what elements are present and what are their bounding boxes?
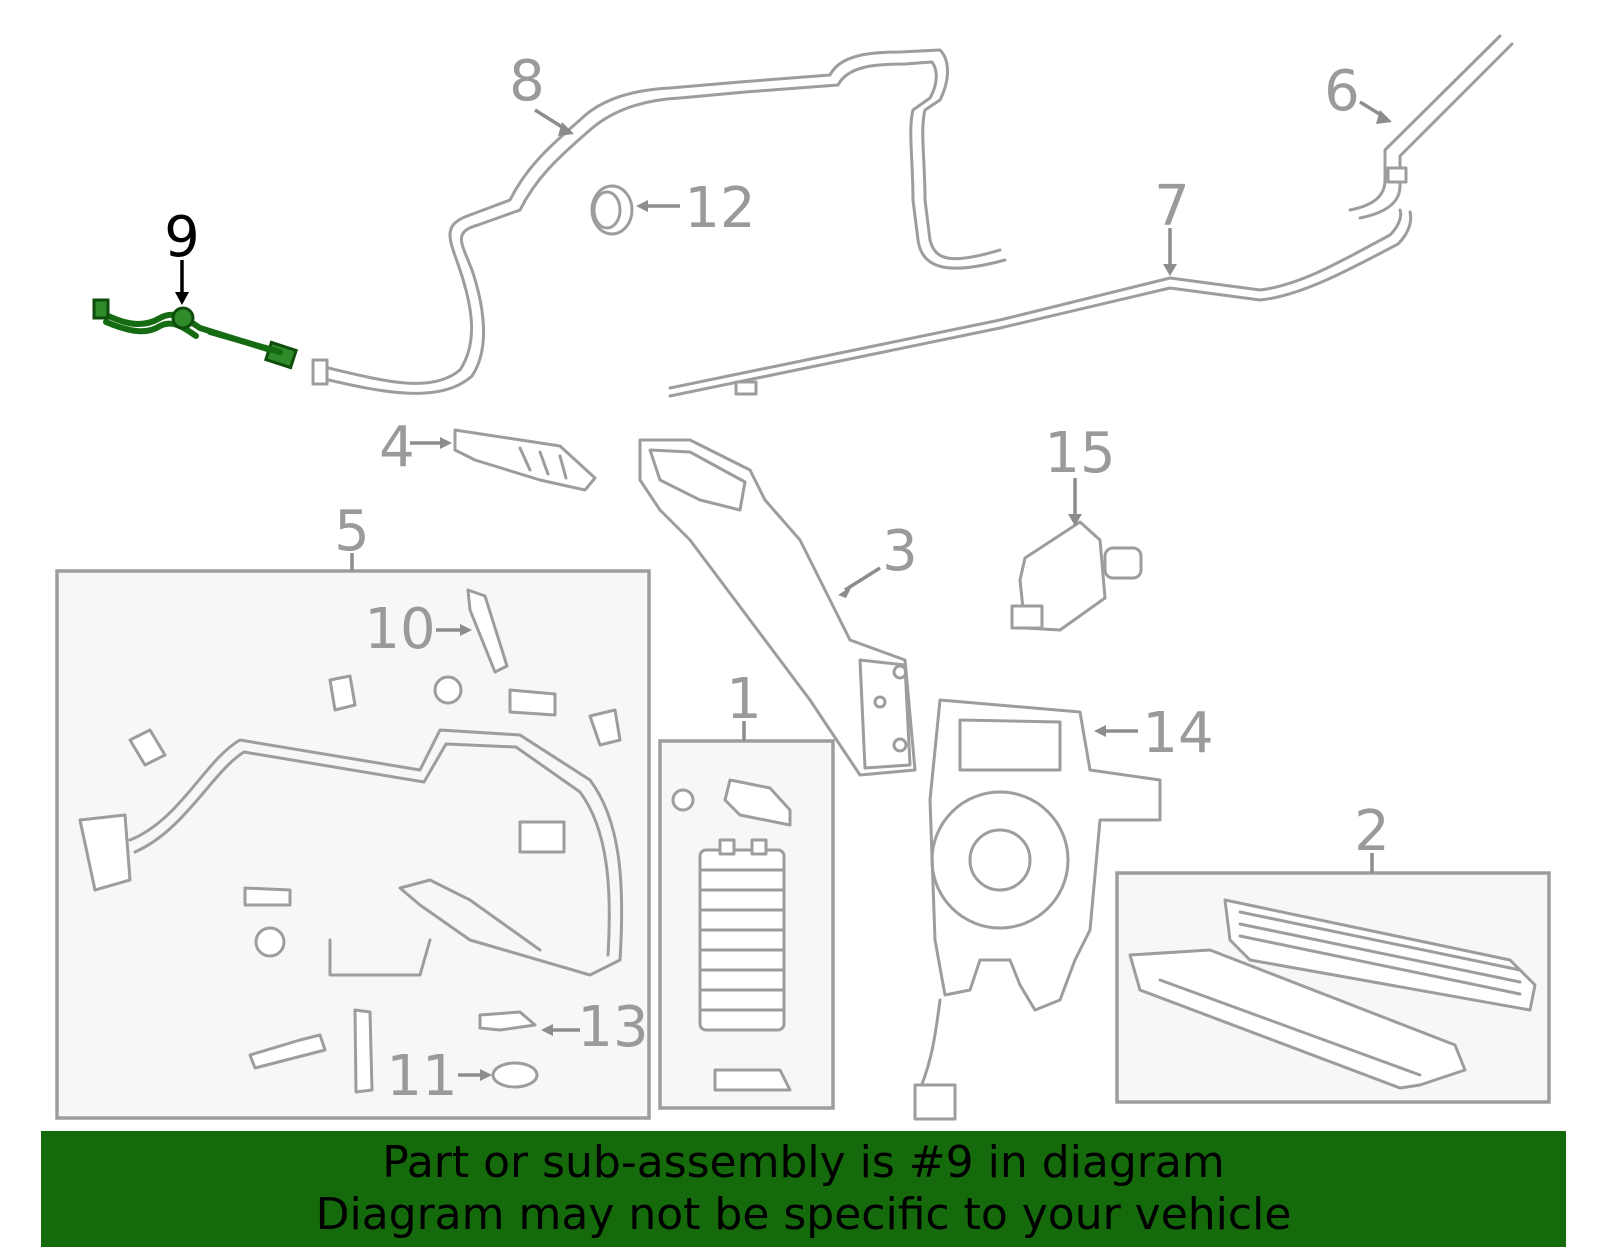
callout-12: 12 xyxy=(684,176,755,241)
callout-3: 3 xyxy=(882,519,918,584)
part-9-hose[interactable] xyxy=(92,298,299,370)
callout-4: 4 xyxy=(379,415,415,480)
callout-9[interactable]: 9 xyxy=(164,205,200,270)
banner-line-2: Diagram may not be specific to your vehi… xyxy=(315,1189,1292,1240)
part-15-sensor[interactable] xyxy=(1010,520,1143,632)
part-5-lines[interactable] xyxy=(78,588,624,1094)
part-2-cooler[interactable] xyxy=(1128,898,1537,1090)
callout-1: 1 xyxy=(726,667,762,732)
part-12-grommet[interactable] xyxy=(590,184,634,236)
part-7-line[interactable] xyxy=(668,208,1413,398)
callout-14: 14 xyxy=(1142,701,1213,766)
callout-7: 7 xyxy=(1154,174,1190,239)
part-1-cooler[interactable] xyxy=(671,778,792,1092)
info-banner: Part or sub-assembly is #9 in diagram Di… xyxy=(41,1131,1566,1247)
callout-6: 6 xyxy=(1324,59,1360,124)
callout-2: 2 xyxy=(1354,799,1390,864)
callout-5: 5 xyxy=(334,499,370,564)
banner-line-1: Part or sub-assembly is #9 in diagram xyxy=(382,1137,1225,1188)
part-3-duct[interactable] xyxy=(638,438,917,777)
part-14-fan[interactable] xyxy=(913,698,1162,1121)
callout-8: 8 xyxy=(509,49,545,114)
part-4-bracket[interactable] xyxy=(453,428,597,492)
callout-13: 13 xyxy=(577,995,648,1060)
part-8-line[interactable] xyxy=(311,48,1007,395)
callout-15: 15 xyxy=(1044,421,1115,486)
part-6-pipe[interactable] xyxy=(1348,34,1514,220)
callout-11: 11 xyxy=(386,1044,457,1109)
callout-10: 10 xyxy=(364,597,435,662)
